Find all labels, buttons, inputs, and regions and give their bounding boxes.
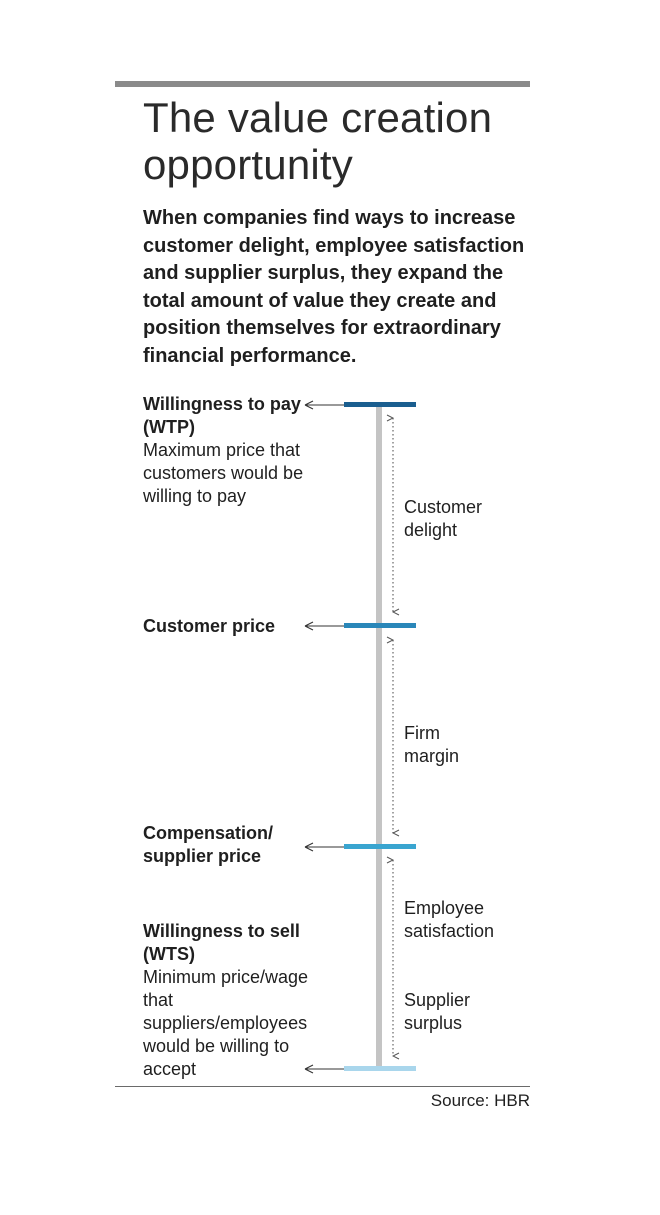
wts-bar <box>344 1066 416 1071</box>
level-wtp-label: Willingness to pay (WTP) <box>143 394 301 437</box>
bottom-rule <box>115 1086 530 1087</box>
diagram-title: The value creation opportunity <box>143 94 493 188</box>
segment-firm-margin: Firm margin <box>404 723 460 766</box>
level-wtp-description: Maximum price that customers would be wi… <box>143 440 304 506</box>
intro-text: When companies find ways to increase cus… <box>143 207 525 367</box>
wtp-bar <box>344 402 416 407</box>
level-wts-description: Minimum price/wage that suppliers/employ… <box>143 967 309 1079</box>
level-wts: Willingness to sell (WTS) Minimum price/… <box>143 920 328 1081</box>
level-compensation: Compensation/ supplier price <box>143 822 293 868</box>
value-axis <box>376 405 382 1068</box>
level-customer-price-label: Customer price <box>143 616 276 636</box>
segment-supplier-surplus: Supplier surplus <box>404 990 471 1033</box>
segment-customer-delight: Customer delight <box>404 497 483 540</box>
segment-employee-satisfaction: Employee satisfaction <box>404 898 495 941</box>
level-compensation-label: Compensation/ supplier price <box>143 823 274 866</box>
top-rule <box>115 81 530 87</box>
level-wtp: Willingness to pay (WTP) Maximum price t… <box>143 393 333 508</box>
source-credit: Source: HBR <box>430 1091 530 1110</box>
level-customer-price: Customer price <box>143 615 333 638</box>
compensation-bar <box>344 844 416 849</box>
customer-price-bar <box>344 623 416 628</box>
level-wts-label: Willingness to sell (WTS) <box>143 921 300 964</box>
